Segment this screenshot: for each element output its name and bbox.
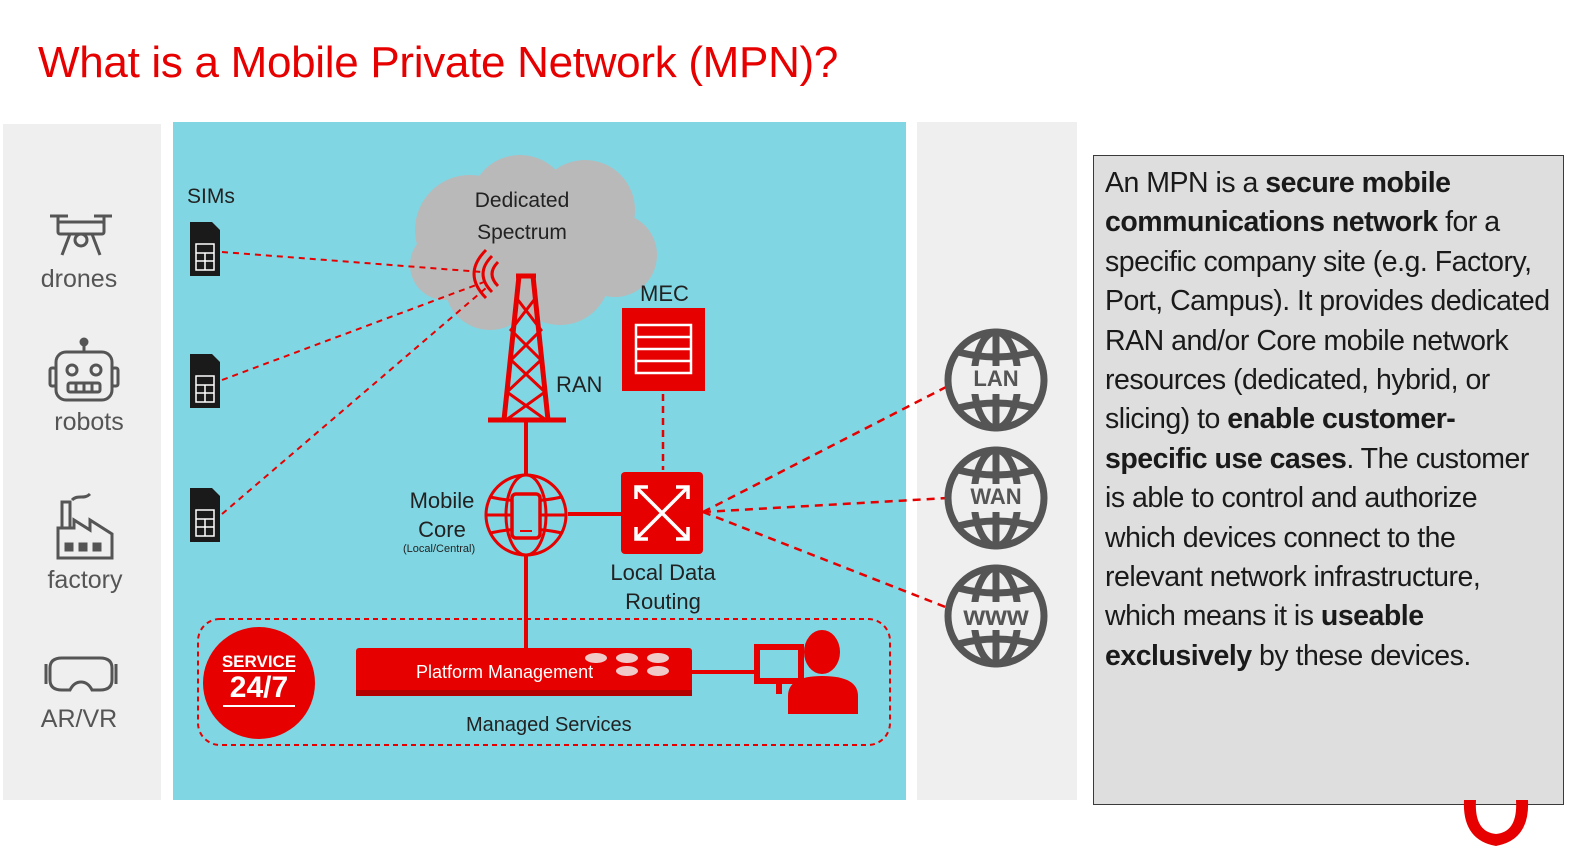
platform-management-label: Platform Management [416, 662, 594, 682]
sim-card-icon [190, 354, 220, 408]
www-globe-icon [944, 564, 1048, 668]
service-247-badge [203, 627, 315, 739]
local-routing-icon [621, 472, 703, 554]
managed-services-frame [197, 618, 891, 746]
operator-icon [754, 630, 858, 714]
diagram-graphics [190, 155, 1048, 746]
drone-icon [50, 214, 112, 256]
description-text-2: for a specific company site (e.g. Factor… [1105, 206, 1550, 436]
device-category-panel [3, 124, 161, 800]
description-text-3: . The customer is able to control and au… [1105, 442, 1529, 633]
mpn-description: An MPN is a secure mobile communications… [1105, 164, 1553, 676]
category-label-drones: drones [40, 265, 118, 293]
mec-server-icon [622, 308, 705, 391]
mobile-core-sublabel: (Local/Central) [403, 543, 476, 555]
spectrum-label-line2: Spectrum [477, 221, 567, 244]
brand-logo [1463, 800, 1529, 846]
sim-card-icon [190, 488, 220, 542]
sims-label: SIMs [187, 185, 235, 208]
robot-icon [48, 337, 120, 402]
spectrum-label: Dedicated Spectrum [472, 185, 572, 249]
sim-links [221, 251, 487, 515]
ran-label: RAN [556, 372, 603, 397]
local-routing-label-line1: Local Data [610, 560, 716, 585]
lan-globe-icon [944, 328, 1048, 432]
lan-label: LAN [973, 366, 1019, 391]
category-label-arvr: AR/VR [40, 705, 118, 733]
service-label-line2: 24/7 [229, 671, 289, 704]
spectrum-label-line1: Dedicated [474, 189, 570, 212]
wan-label: WAN [970, 484, 1022, 509]
description-text-4: by these devices. [1251, 639, 1471, 672]
core-links [524, 420, 754, 674]
mobile-core-label-line2: Core [418, 517, 466, 542]
category-icons [44, 214, 120, 692]
category-label-factory: factory [47, 566, 123, 594]
managed-services-label: Managed Services [466, 714, 632, 736]
service-label-line1: SERVICE [221, 652, 297, 671]
platform-management-bar [356, 648, 692, 696]
sim-card-icon [190, 222, 220, 276]
description-bold-1: secure mobile communications network [1105, 167, 1451, 239]
description-bold-2: enable customer-specific use cases [1105, 403, 1456, 475]
mpn-description-box: An MPN is a secure mobile communications… [1093, 155, 1564, 805]
mec-label: MEC [640, 281, 689, 306]
spectrum-cloud [410, 155, 657, 330]
network-links [702, 384, 949, 610]
local-routing-label: Local Data Routing [603, 558, 723, 616]
www-label: www [963, 600, 1029, 631]
mobile-core-globe-icon [484, 473, 568, 557]
ran-tower-icon [472, 248, 566, 423]
wan-globe-icon [944, 446, 1048, 550]
category-label-robots: robots [54, 408, 124, 436]
mobile-core-label: Mobile Core [400, 486, 484, 544]
factory-icon [56, 492, 114, 560]
local-routing-label-line2: Routing [625, 589, 701, 614]
mobile-core-label-line1: Mobile [409, 488, 475, 513]
page-title: What is a Mobile Private Network (MPN)? [38, 38, 839, 87]
vr-headset-icon [44, 656, 118, 692]
description-text-1: An MPN is a [1105, 167, 1266, 199]
description-bold-3: useable exclusively [1105, 600, 1424, 672]
